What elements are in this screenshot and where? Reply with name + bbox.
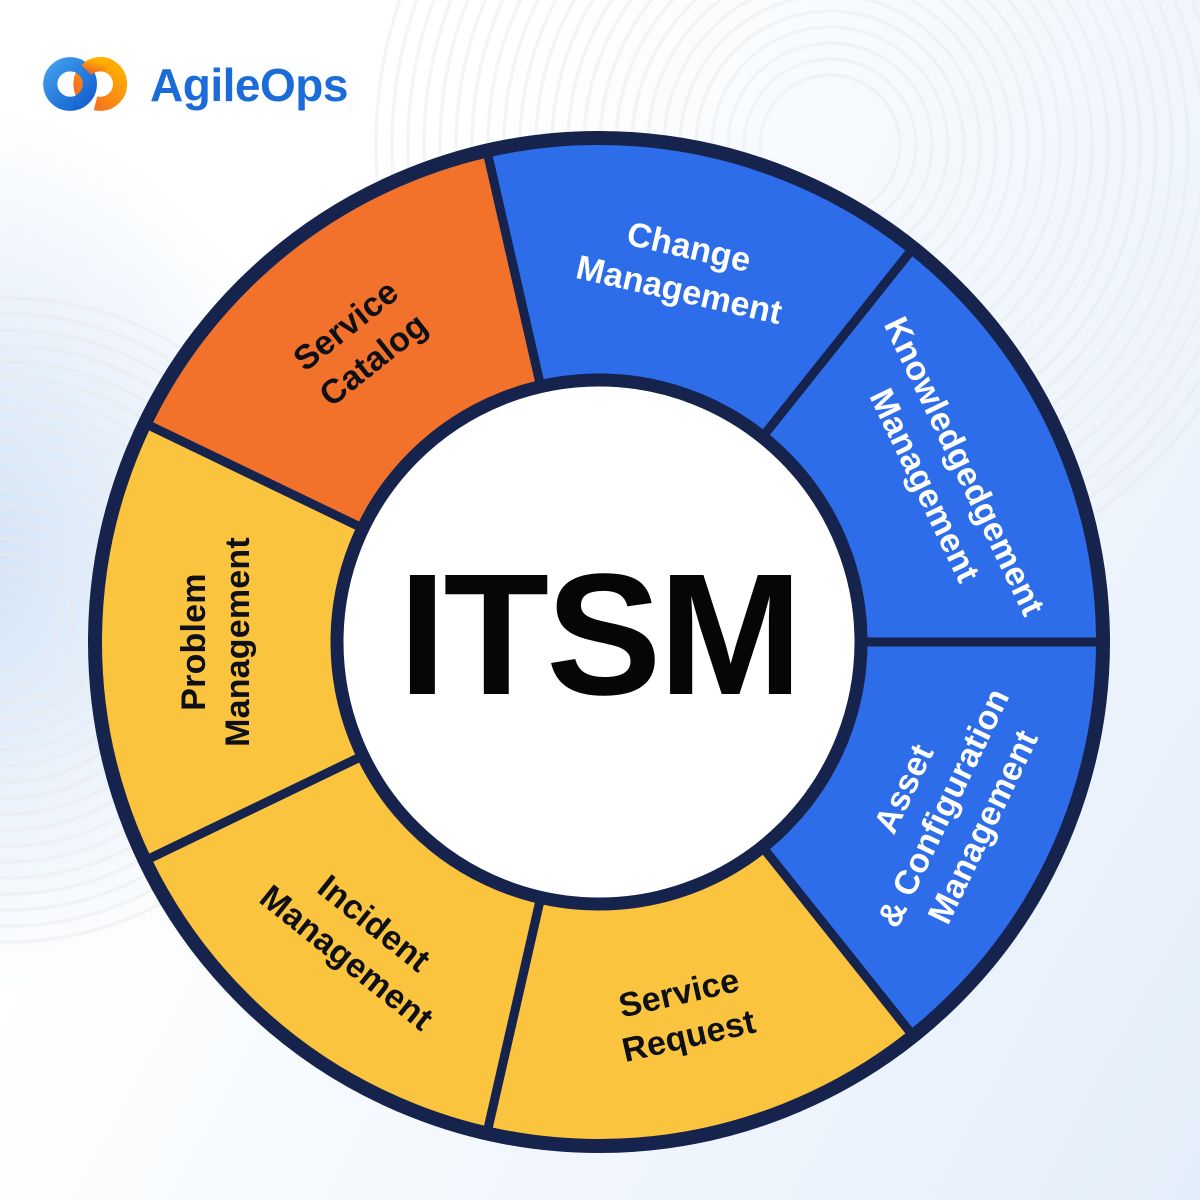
brand-logo: AgileOps (40, 52, 348, 118)
wheel-rim (88, 131, 1110, 1153)
wheel-center-title: ITSM (398, 537, 802, 731)
infinity-icon (43, 56, 128, 111)
segment-label-line: Management (219, 537, 257, 747)
background-arc (0, 552, 76, 688)
wheel-hub (330, 373, 868, 911)
brand-name: AgileOps (150, 59, 348, 111)
segment-label-line: Problem (174, 573, 213, 711)
background-arc (0, 568, 60, 672)
